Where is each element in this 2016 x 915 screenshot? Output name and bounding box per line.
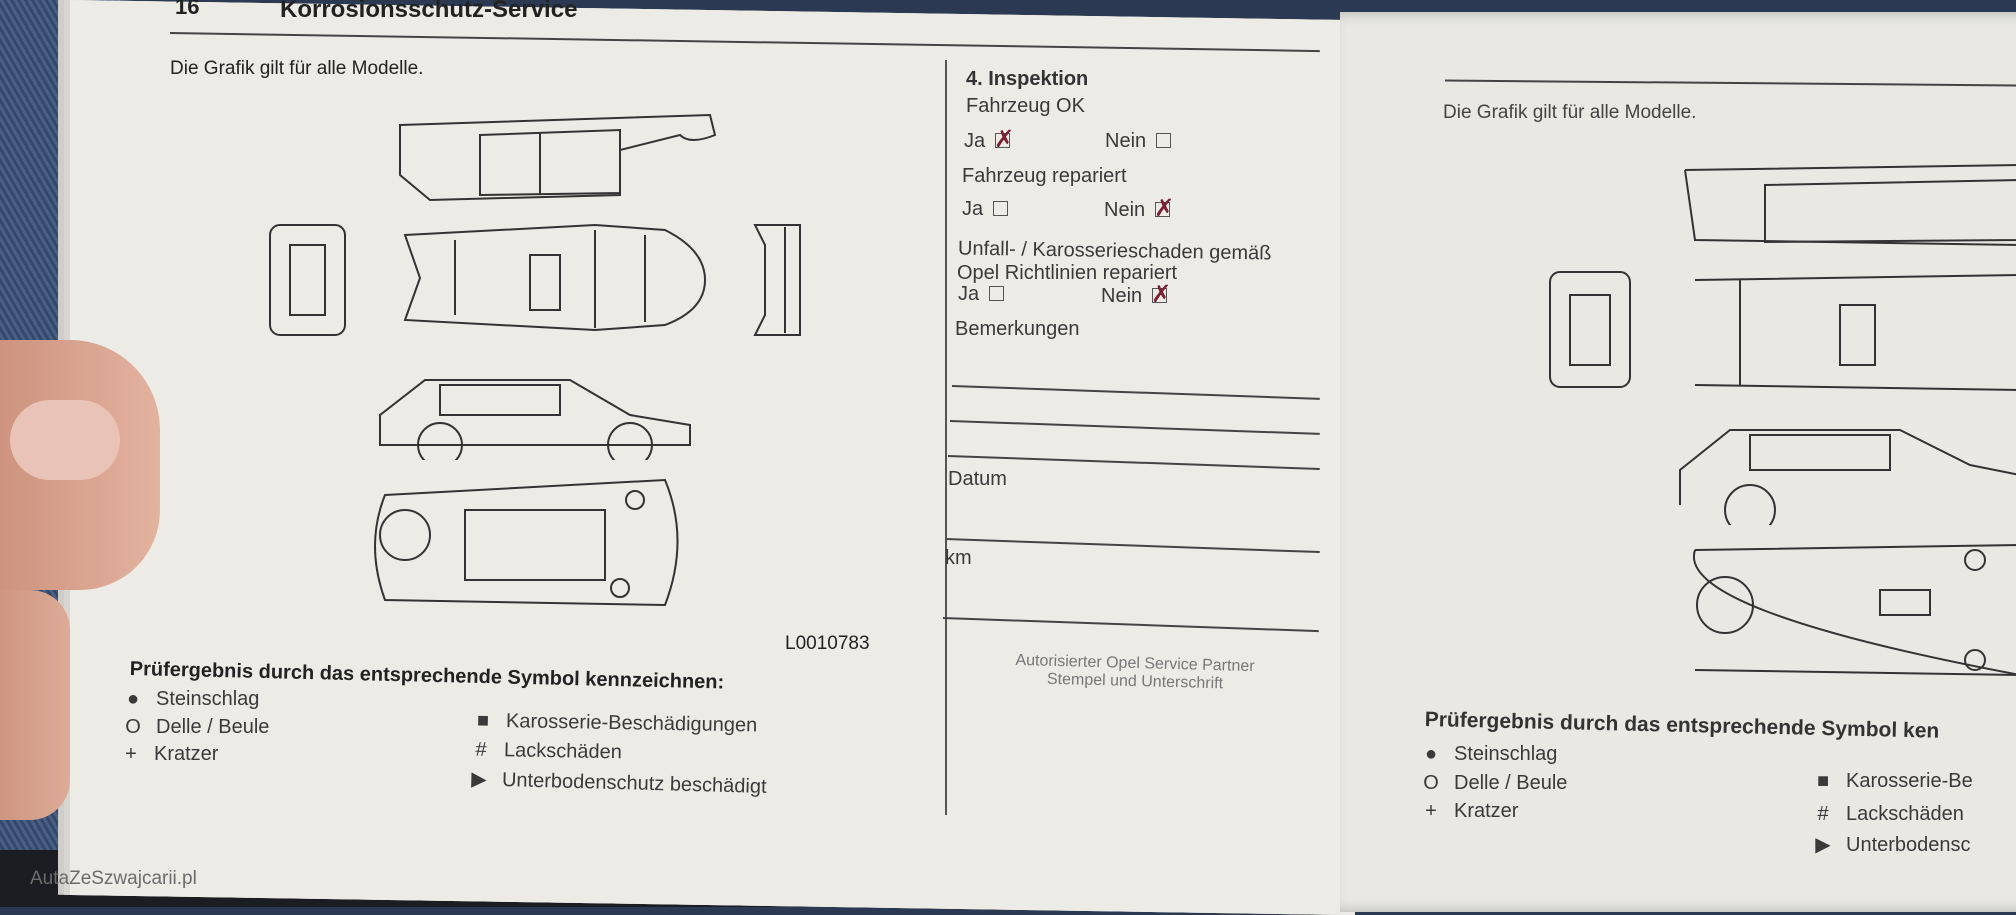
right-car-roof-view: [1684, 164, 2016, 246]
right-legend-item: ▶ Unterbodensc: [1810, 832, 1971, 857]
graphic-note: Die Grafik gilt für alle Modelle.: [170, 58, 424, 79]
legend-label: Kratzer: [1454, 800, 1519, 822]
right-car-rear-view: [1549, 271, 1631, 388]
triangle-right-icon: ▶: [471, 768, 488, 791]
right-car-underbody-view: [1692, 544, 2016, 676]
car-top-view: [403, 223, 707, 332]
legend-label: Delle / Beule: [156, 716, 270, 738]
section-title: Korrosionsschutz-Service: [280, 0, 578, 23]
km-label: km: [945, 547, 972, 569]
plus-icon: +: [125, 743, 137, 765]
legend-item-paint-damage: # Lackschäden: [468, 739, 622, 765]
legend-label: Unterbodensc: [1846, 834, 1971, 856]
q1-no-label: Nein: [1105, 130, 1147, 152]
right-legend-item: + Kratzer: [1418, 800, 1518, 823]
right-legend-item: ● Steinschlag: [1418, 743, 1557, 766]
hash-icon: #: [475, 738, 487, 761]
triangle-right-icon: ▶: [1815, 834, 1831, 856]
right-legend-item: O Delle / Beule: [1418, 772, 1567, 795]
right-legend-item: # Lackschäden: [1810, 803, 1964, 826]
q2-yes[interactable]: Ja: [962, 198, 1009, 221]
thumbnail: [10, 400, 120, 480]
legend-label: Delle / Beule: [1454, 772, 1568, 794]
q3-no-checkbox[interactable]: [1151, 280, 1171, 309]
plus-icon: +: [1425, 800, 1437, 822]
right-legend-item: ■ Karosserie-Be: [1810, 770, 1973, 793]
remarks-label: Bemerkungen: [955, 318, 1080, 340]
legend-label: Steinschlag: [1454, 743, 1558, 765]
open-circle-icon: O: [125, 716, 141, 738]
q1-yes-checkbox[interactable]: [994, 125, 1014, 154]
car-roof-view: [399, 113, 717, 202]
open-circle-icon: O: [1423, 772, 1439, 794]
column-divider: [945, 60, 947, 815]
q2-no[interactable]: Nein: [1104, 194, 1174, 223]
q3-no[interactable]: Nein: [1101, 280, 1171, 309]
right-page: [1340, 12, 2016, 912]
filled-square-icon: ■: [476, 709, 490, 732]
q2-no-checkbox[interactable]: [1154, 194, 1174, 223]
q2-yes-checkbox[interactable]: [993, 201, 1009, 216]
legend-label: Lackschäden: [1846, 803, 1964, 825]
q2-no-label: Nein: [1104, 199, 1146, 221]
q3-yes-label: Ja: [958, 283, 980, 305]
q3-no-label: Nein: [1101, 285, 1143, 307]
filled-circle-icon: ●: [1424, 743, 1438, 765]
q1-yes[interactable]: Ja: [964, 125, 1014, 154]
filled-square-icon: ■: [1816, 770, 1830, 792]
legend-label: Lackschäden: [503, 739, 623, 764]
right-car-top-view: [1694, 274, 2016, 391]
legend-item-scratch: + Kratzer: [118, 743, 218, 766]
q3-yes-checkbox[interactable]: [989, 286, 1005, 301]
figure-code: L0010783: [785, 633, 870, 654]
car-side-view: [379, 379, 691, 460]
page-number: 16: [175, 0, 200, 19]
inspection-title: 4. Inspektion: [966, 68, 1089, 90]
hash-icon: #: [1817, 803, 1829, 825]
q2-label: Fahrzeug repariert: [962, 165, 1127, 187]
q1-no[interactable]: Nein: [1105, 130, 1172, 153]
hand-fingers: [0, 590, 70, 820]
watermark: AutaZeSzwajcarii.pl: [30, 868, 197, 889]
car-underbody-view: [374, 478, 679, 607]
q3-label-line2: Opel Richtlinien repariert: [957, 262, 1178, 284]
q2-yes-label: Ja: [962, 198, 984, 220]
right-graphic-note: Die Grafik gilt für alle Modelle.: [1443, 102, 1697, 123]
legend-item-stone-chip: ● Steinschlag: [120, 688, 259, 711]
filled-circle-icon: ●: [126, 688, 140, 710]
car-front-view: [753, 224, 801, 336]
q1-no-checkbox[interactable]: [1156, 133, 1172, 148]
q1-label: Fahrzeug OK: [966, 95, 1085, 117]
legend-label: Steinschlag: [156, 688, 260, 710]
legend-label: Karosserie-Be: [1846, 770, 1973, 792]
date-label: Datum: [948, 468, 1007, 490]
hand-thumb: [0, 340, 160, 590]
q3-yes[interactable]: Ja: [958, 283, 1005, 306]
car-rear-view: [269, 224, 346, 336]
q1-yes-label: Ja: [964, 130, 986, 152]
legend-label: Karosserie-Beschädigungen: [505, 710, 758, 737]
legend-label: Kratzer: [154, 743, 219, 765]
legend-item-dent: O Delle / Beule: [120, 716, 269, 739]
right-car-side-view: [1679, 429, 2016, 525]
